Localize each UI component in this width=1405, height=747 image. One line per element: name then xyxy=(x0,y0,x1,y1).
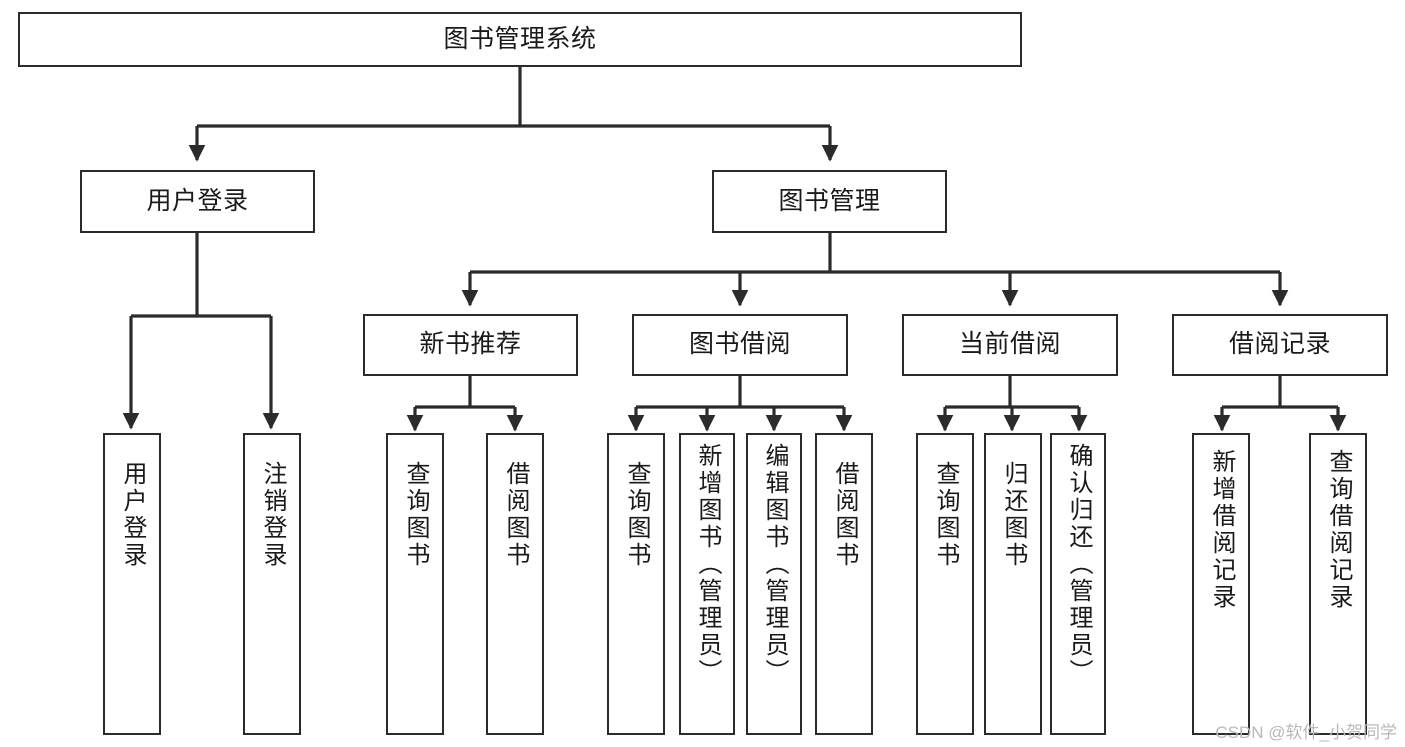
leaf-query-book-current[interactable]: 查询图书 xyxy=(916,433,974,735)
leaf-borrow-book-recommend[interactable]: 借阅图书 xyxy=(486,433,544,735)
node-current-borrow[interactable]: 当前借阅 xyxy=(902,314,1118,376)
node-label: 图书管理 xyxy=(778,186,881,215)
node-label: 借阅图书 xyxy=(502,461,530,569)
node-label: 图书借阅 xyxy=(688,330,791,359)
leaf-query-book-borrow[interactable]: 查询图书 xyxy=(607,433,665,735)
node-label: 用户登录 xyxy=(146,186,249,215)
leaf-user-login[interactable]: 用户登录 xyxy=(103,433,161,735)
node-borrow-record[interactable]: 借阅记录 xyxy=(1172,314,1388,376)
node-label: 查询图书 xyxy=(623,461,651,569)
node-label: 新增借阅记录 xyxy=(1208,449,1236,611)
leaf-add-book[interactable]: 新增图书（管理员） xyxy=(679,433,735,735)
leaf-confirm-return[interactable]: 确认归还（管理员） xyxy=(1050,433,1106,735)
node-book-borrow[interactable]: 图书借阅 xyxy=(632,314,848,376)
node-label: 当前借阅 xyxy=(958,330,1061,359)
node-label: 新增图书（管理员） xyxy=(694,443,722,686)
node-label: 借阅图书 xyxy=(831,461,859,569)
node-label: 编辑图书（管理员） xyxy=(761,443,789,686)
node-book-management[interactable]: 图书管理 xyxy=(712,170,947,233)
node-label: 查询图书 xyxy=(402,461,430,569)
node-root-system[interactable]: 图书管理系统 xyxy=(18,12,1022,67)
node-label: 图书管理系统 xyxy=(443,24,597,53)
node-user-login[interactable]: 用户登录 xyxy=(80,170,315,233)
node-label: 用户登录 xyxy=(119,461,147,569)
node-new-book-recommend[interactable]: 新书推荐 xyxy=(363,314,578,376)
node-label: 查询借阅记录 xyxy=(1325,449,1353,611)
node-label: 注销登录 xyxy=(259,461,287,569)
leaf-return-book[interactable]: 归还图书 xyxy=(984,433,1042,735)
node-label: 新书推荐 xyxy=(419,330,522,359)
node-label: 借阅记录 xyxy=(1228,330,1331,359)
leaf-query-borrow-record[interactable]: 查询借阅记录 xyxy=(1309,433,1367,735)
node-label: 查询图书 xyxy=(932,461,960,569)
leaf-borrow-book-borrow[interactable]: 借阅图书 xyxy=(815,433,873,735)
leaf-add-borrow-record[interactable]: 新增借阅记录 xyxy=(1192,433,1250,735)
leaf-edit-book[interactable]: 编辑图书（管理员） xyxy=(746,433,802,735)
node-label: 归还图书 xyxy=(1000,461,1028,569)
csdn-watermark: CSDN @软件_小贺同学 xyxy=(1215,723,1397,742)
leaf-logout-login[interactable]: 注销登录 xyxy=(243,433,301,735)
leaf-query-book-recommend[interactable]: 查询图书 xyxy=(386,433,444,735)
node-label: 确认归还（管理员） xyxy=(1065,443,1093,686)
